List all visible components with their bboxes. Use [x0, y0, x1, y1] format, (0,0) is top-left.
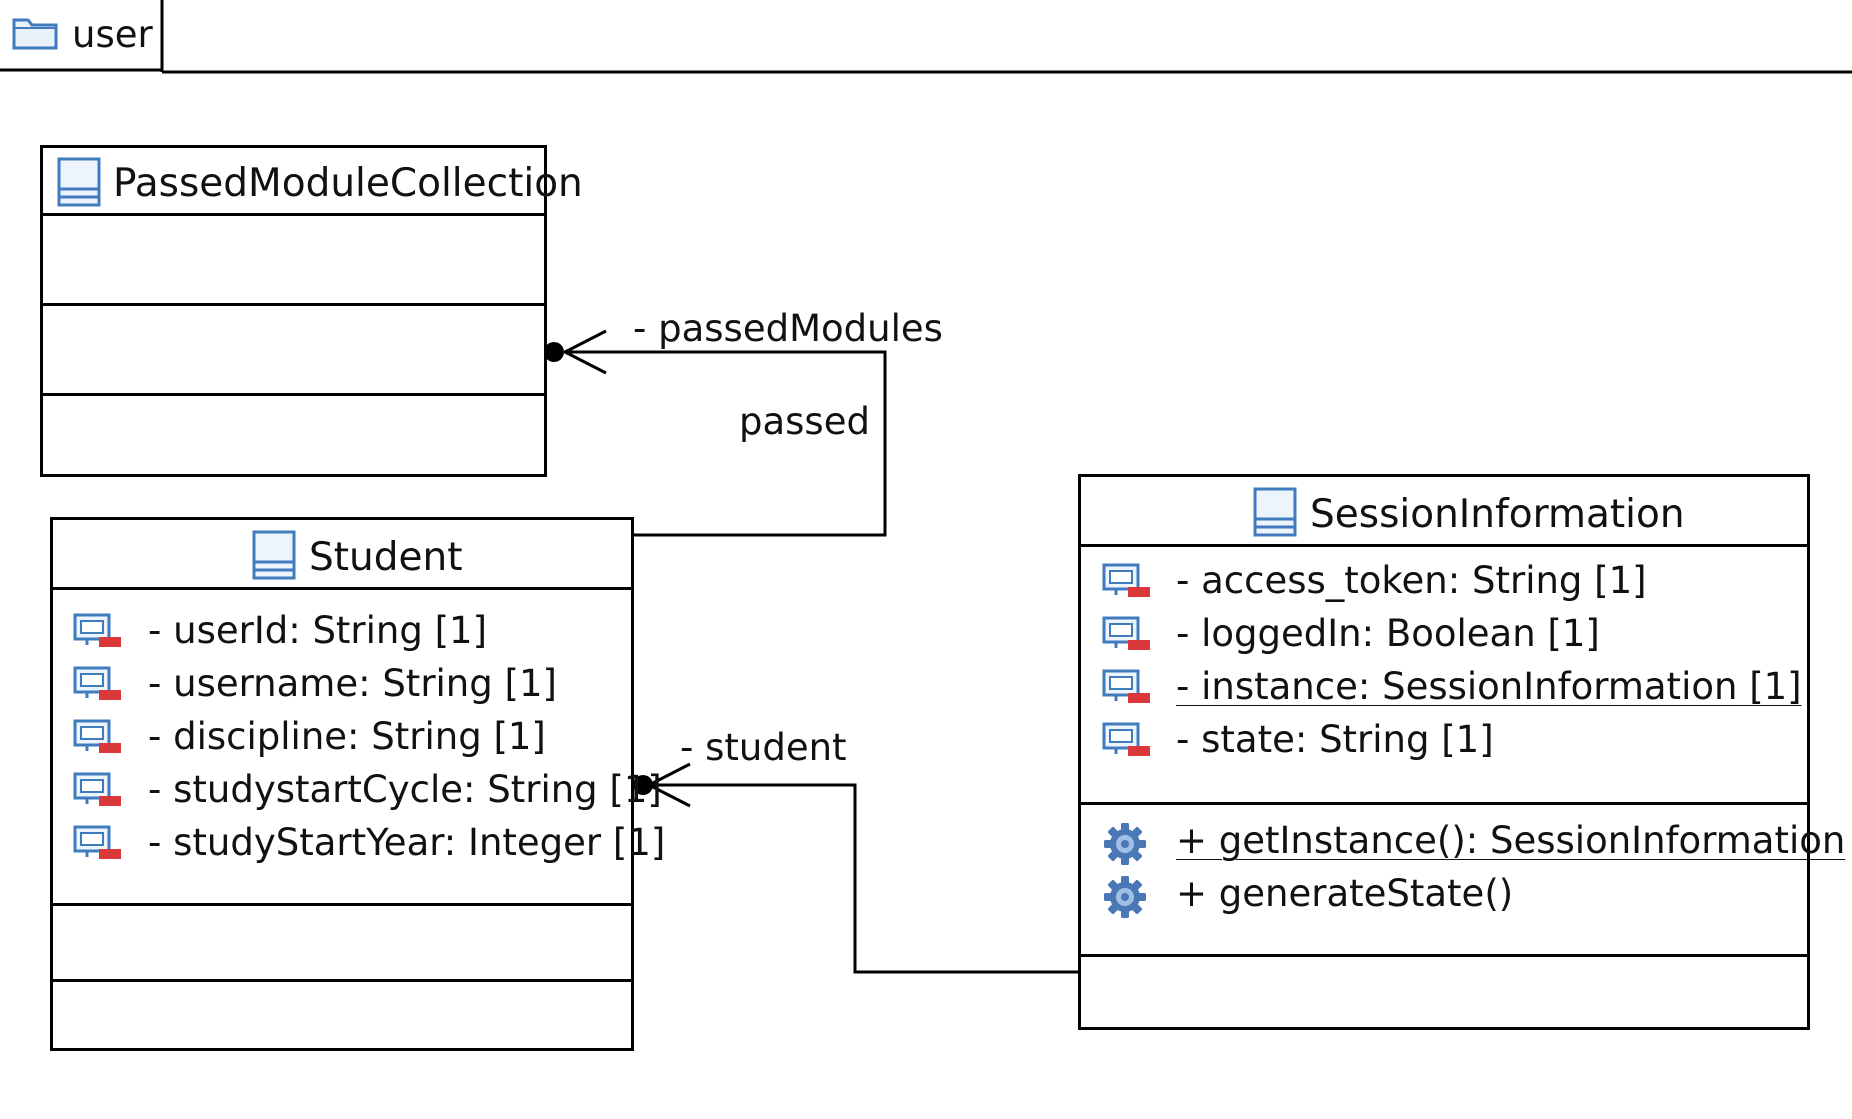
- class-name: Student: [309, 535, 463, 580]
- attribute-row[interactable]: - studyStartYear: Integer [1]: [53, 817, 665, 869]
- student-association-line: [650, 783, 1079, 974]
- attribute-text: - userId: String [1]: [148, 609, 488, 652]
- attribute-row[interactable]: - studystartCycle: String [1]: [53, 764, 662, 816]
- private-attribute-icon: [73, 825, 125, 865]
- passed-modules-role-label: - passedModules: [633, 307, 943, 350]
- passed-association-line: [568, 350, 887, 537]
- private-attribute-icon: [73, 666, 125, 706]
- folder-icon: [12, 18, 58, 50]
- operations-compartment: + getInstance(): SessionInformation + ge…: [1081, 805, 1845, 957]
- class-header: PassedModuleCollection: [43, 148, 583, 216]
- class-student[interactable]: Student - userId: String [1] - username:…: [50, 517, 665, 1051]
- class-icon: [1253, 487, 1297, 537]
- private-attribute-icon: [73, 772, 125, 812]
- operation-text: + generateState(): [1176, 872, 1514, 915]
- passed-composition-dot: [544, 342, 564, 362]
- operations-compartment: [43, 306, 544, 396]
- package-name: user: [72, 13, 153, 56]
- passed-arrowhead: [561, 329, 607, 375]
- attribute-row[interactable]: - username: String [1]: [53, 658, 633, 710]
- package-frame: [0, 0, 1852, 74]
- operation-row[interactable]: + generateState(): [1081, 868, 1809, 920]
- private-attribute-icon: [73, 719, 125, 759]
- student-role-label: - student: [680, 726, 847, 769]
- attribute-row[interactable]: - instance: SessionInformation [1]: [1081, 661, 1809, 713]
- attributes-compartment: [43, 216, 544, 306]
- class-header: Student: [53, 520, 631, 590]
- attribute-text: - studyStartYear: Integer [1]: [148, 821, 666, 864]
- attribute-text: - loggedIn: Boolean [1]: [1176, 612, 1600, 655]
- attribute-text: - username: String [1]: [148, 662, 557, 705]
- attribute-row[interactable]: - access_token: String [1]: [1081, 555, 1809, 607]
- attribute-text: - studystartCycle: String [1]: [148, 768, 662, 811]
- class-session-information[interactable]: SessionInformation - access_token: Strin…: [1078, 474, 1845, 1030]
- extra-compartment: [53, 982, 631, 1048]
- operation-text: + getInstance(): SessionInformation: [1176, 819, 1846, 862]
- class-header: SessionInformation: [1081, 477, 1807, 547]
- attribute-row[interactable]: - userId: String [1]: [53, 605, 633, 657]
- class-icon: [57, 157, 101, 207]
- attribute-row[interactable]: - discipline: String [1]: [53, 711, 633, 763]
- attribute-text: - instance: SessionInformation [1]: [1176, 665, 1802, 708]
- attribute-text: - access_token: String [1]: [1176, 559, 1647, 602]
- operations-compartment: [53, 906, 631, 982]
- operation-gear-icon: [1102, 821, 1148, 871]
- attribute-row[interactable]: - state: String [1]: [1081, 714, 1809, 766]
- extra-compartment: [43, 396, 544, 474]
- class-icon: [252, 530, 296, 580]
- class-name: PassedModuleCollection: [113, 161, 583, 206]
- attributes-compartment: - access_token: String [1] - loggedIn: B…: [1081, 547, 1807, 805]
- extra-compartment: [1081, 957, 1807, 1027]
- attributes-compartment: - userId: String [1] - username: String …: [53, 590, 665, 906]
- attribute-text: - state: String [1]: [1176, 718, 1494, 761]
- passed-association-name: passed: [739, 400, 870, 443]
- private-attribute-icon: [1102, 616, 1154, 656]
- operation-gear-icon: [1102, 874, 1148, 924]
- class-name: SessionInformation: [1310, 492, 1685, 537]
- private-attribute-icon: [1102, 722, 1154, 762]
- student-composition-dot: [633, 775, 653, 795]
- class-passed-module-collection[interactable]: PassedModuleCollection: [40, 145, 583, 477]
- attribute-text: - discipline: String [1]: [148, 715, 546, 758]
- attribute-row[interactable]: - loggedIn: Boolean [1]: [1081, 608, 1809, 660]
- operation-row[interactable]: + getInstance(): SessionInformation: [1081, 815, 1845, 867]
- private-attribute-icon: [73, 613, 125, 653]
- private-attribute-icon: [1102, 669, 1154, 709]
- private-attribute-icon: [1102, 563, 1154, 603]
